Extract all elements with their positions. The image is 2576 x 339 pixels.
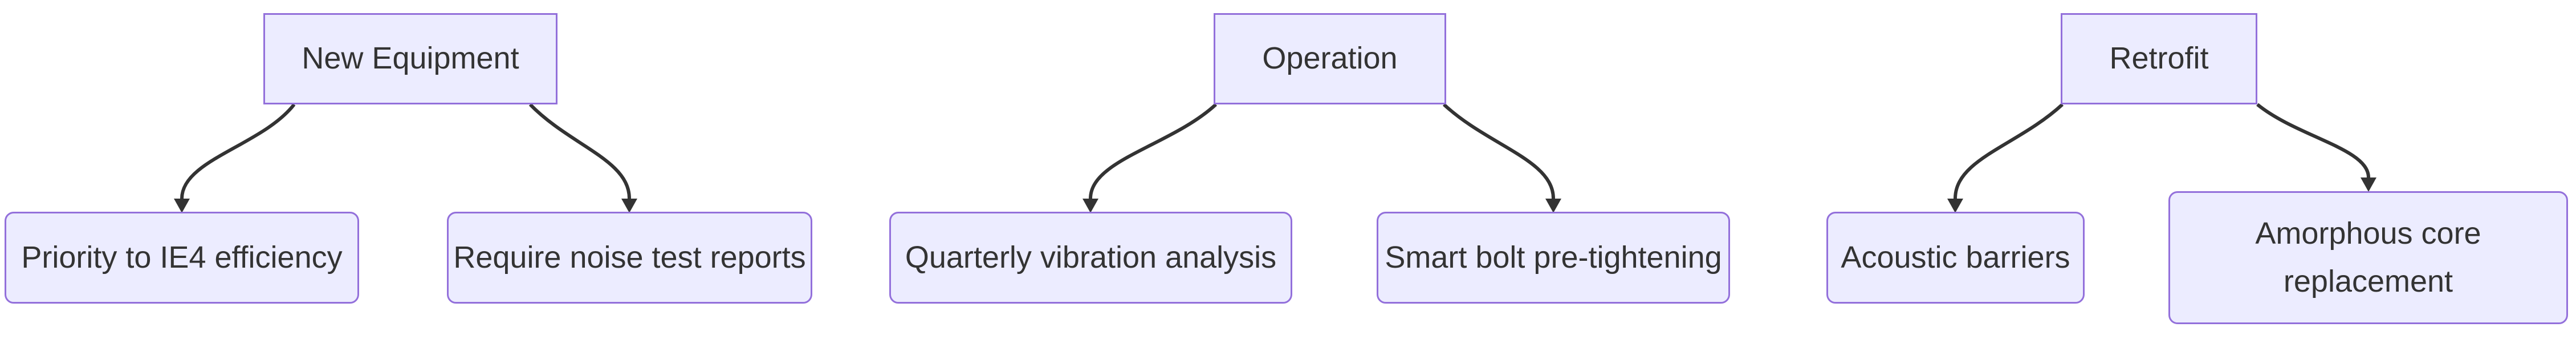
node-new-equipment: New Equipment bbox=[263, 13, 557, 104]
arrowhead-icon bbox=[2361, 177, 2376, 192]
edge-retrofit-to-acoustic-barriers bbox=[1947, 103, 2064, 213]
node-operation: Operation bbox=[1214, 13, 1446, 104]
edge-new-equipment-to-noise-reports bbox=[528, 103, 637, 213]
node-smart-bolt-pre-tightening: Smart bolt pre-tightening bbox=[1377, 212, 1730, 304]
node-label: Quarterly vibration analysis bbox=[905, 240, 1277, 275]
node-acoustic-barriers: Acoustic barriers bbox=[1826, 212, 2085, 304]
node-label: Require noise test reports bbox=[453, 240, 806, 275]
node-label: Amorphous core replacement bbox=[2255, 216, 2481, 298]
node-quarterly-vibration-analysis: Quarterly vibration analysis bbox=[889, 212, 1292, 304]
node-label: Retrofit bbox=[2109, 41, 2209, 76]
arrowhead-icon bbox=[1083, 199, 1098, 213]
arrowhead-icon bbox=[621, 199, 637, 213]
arrowhead-icon bbox=[1947, 199, 1963, 213]
node-label: Smart bolt pre-tightening bbox=[1385, 240, 1722, 275]
edge-new-equipment-to-priority-ie4 bbox=[174, 103, 296, 213]
node-label: Priority to IE4 efficiency bbox=[21, 240, 343, 275]
node-label: New Equipment bbox=[302, 41, 519, 76]
node-require-noise-test-reports: Require noise test reports bbox=[447, 212, 812, 304]
edge-operation-to-smart-bolt bbox=[1442, 103, 1561, 213]
edge-operation-to-quarterly-vibration bbox=[1083, 103, 1218, 213]
node-label: Operation bbox=[1262, 41, 1398, 76]
node-amorphous-core-replacement: Amorphous core replacement bbox=[2168, 191, 2568, 324]
node-priority-to-ie4-efficiency: Priority to IE4 efficiency bbox=[5, 212, 359, 304]
node-label: Acoustic barriers bbox=[1841, 240, 2070, 275]
node-retrofit: Retrofit bbox=[2061, 13, 2257, 104]
edge-retrofit-to-amorphous-core bbox=[2256, 103, 2376, 192]
arrowhead-icon bbox=[174, 199, 190, 213]
arrowhead-icon bbox=[1545, 199, 1561, 213]
